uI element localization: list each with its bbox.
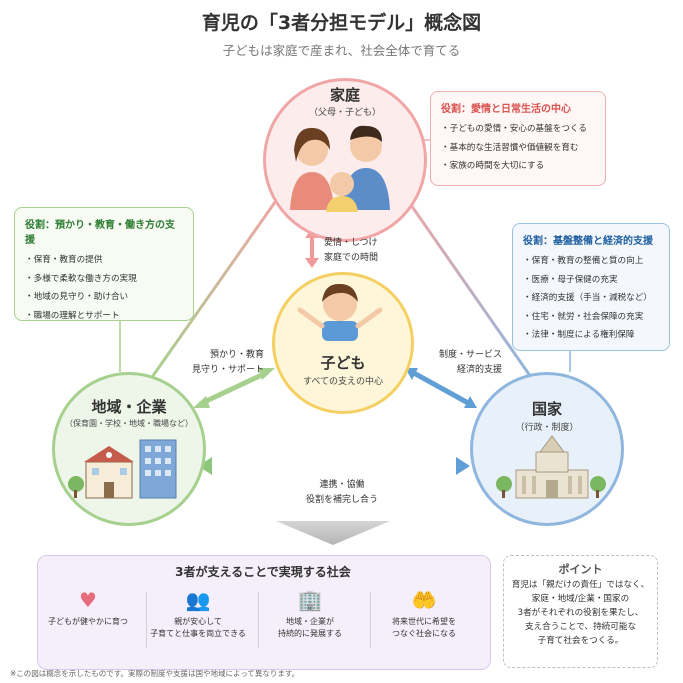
state-arrow-label: 制度・サービス 経済的支援: [418, 348, 502, 378]
family-arrow-label: 愛情・しつけ 家庭での時間: [324, 236, 378, 266]
list-item: 家族の時間を大切にする: [441, 157, 595, 176]
society-item-line1: 将来世代に希望を: [392, 617, 456, 626]
child-title: 子ども: [320, 354, 366, 372]
society-item-healthy: ♥ 子どもが健やかに育つ: [36, 588, 140, 656]
society-item-parents: 👥 親が安心して 子育てと仕事を両立できる: [146, 588, 250, 656]
point-line: 支え合うことで、持続可能な: [524, 622, 637, 632]
community-role-list: 保育・教育の提供 多様で柔軟な働き方の実現 地域の見守り・助け合い 職場の理解と…: [25, 251, 183, 325]
family-community-line: [148, 193, 282, 382]
divider: [370, 592, 371, 648]
state-subtitle: （行政・制度）: [515, 423, 579, 433]
community-arrow-label: 預かり・教育 見守り・サポート: [180, 348, 264, 378]
state-arrow-line1: 制度・サービス: [438, 350, 502, 360]
state-title: 国家: [531, 400, 562, 418]
state-role-box: 役割：基盤整備と経済的支援 保育・教育の整備と質の向上 医療・母子保健の充実 経…: [512, 223, 670, 351]
list-item: 多様で柔軟な働き方の実現: [25, 270, 183, 289]
society-item-line1: 子どもが健やかに育つ: [48, 617, 128, 626]
community-child-arrow: [193, 368, 275, 408]
list-item: 子どもの愛情・安心の基盤をつくる: [441, 120, 595, 139]
family-circle: [263, 78, 427, 242]
society-item-line1: 地域・企業が: [286, 617, 334, 626]
community-subtitle: （保育園・学校・地域・職場など）: [65, 419, 193, 428]
state-role-title: 役割：基盤整備と経済的支援: [523, 236, 653, 247]
list-item: 職場の理解とサポート: [25, 307, 183, 326]
footnote: ※この図は概念を示したものです。実際の制度や支援は国や地域によって異なります。: [10, 669, 300, 678]
list-item: 地域の見守り・助け合い: [25, 288, 183, 307]
family-illustration: [290, 125, 390, 212]
family-role-title: 役割：愛情と日常生活の中心: [441, 104, 571, 115]
list-item: 医療・母子保健の充実: [523, 271, 659, 290]
community-state-arrow: [198, 457, 470, 475]
community-arrow-line2: 見守り・サポート: [191, 365, 264, 375]
list-item: 保育・教育の提供: [25, 251, 183, 270]
society-item-line2: 持続的に発展する: [278, 629, 342, 638]
list-item: 保育・教育の整備と質の向上: [523, 252, 659, 271]
list-item: 法律・制度による権利保障: [523, 326, 659, 345]
school-illustration: [68, 439, 177, 499]
divider: [258, 592, 259, 648]
community-role-title: 役割：預かり・教育・働き方の支援: [25, 220, 175, 246]
child-illustration: [297, 283, 383, 341]
point-title: ポイント: [558, 563, 603, 576]
point-line: 3者がそれぞれの役割を果たし、: [517, 608, 644, 618]
page-title: 育児の「3者分担モデル」概念図: [201, 12, 482, 34]
hands-heart-icon: 🤲: [411, 588, 437, 612]
family-state-line: [402, 193, 535, 382]
society-title: 3者が支えることで実現する社会: [175, 565, 351, 579]
point-line: 家庭・地域/企業・国家の: [531, 594, 630, 604]
state-arrow-line2: 経済的支援: [456, 365, 502, 375]
child-subtitle: すべての支えの中心: [302, 377, 383, 387]
point-line: 子育て社会をつくる。: [537, 636, 624, 646]
society-item-line2: 子育てと仕事を両立できる: [150, 629, 246, 638]
society-panel: [37, 555, 491, 670]
point-line: 育児は「親だけの責任」ではなく、: [511, 580, 650, 590]
people-icon: 👥: [185, 588, 211, 612]
family-role-list: 子どもの愛情・安心の基盤をつくる 基本的な生活習慣や価値観を育む 家族の時間を大…: [441, 120, 595, 176]
building-people-icon: 🏢: [297, 588, 323, 612]
community-circle: [52, 372, 206, 526]
community-role-box: 役割：預かり・教育・働き方の支援 保育・教育の提供 多様で柔軟な働き方の実現 地…: [14, 207, 194, 321]
society-item-line1: 親が安心して: [174, 617, 222, 626]
society-item-future: 🤲 将来世代に希望を つなぐ社会になる: [372, 588, 476, 656]
list-item: 経済的支援（手当・減税など）: [523, 289, 659, 308]
list-item: 住宅・就労・社会保障の充実: [523, 308, 659, 327]
community-arrow-line1: 預かり・教育: [209, 350, 264, 360]
society-item-line2: つなぐ社会になる: [392, 629, 456, 638]
family-arrow-line2: 家庭での時間: [324, 253, 379, 263]
family-subtitle: （父母・子ども）: [308, 108, 381, 118]
down-arrow: [276, 521, 390, 545]
society-item-community: 🏢 地域・企業が 持続的に発展する: [258, 588, 362, 656]
government-building-illustration: [496, 435, 606, 499]
bottom-arrow-label: 連携・協働 役割を補完し合う: [283, 478, 401, 508]
bottom-arrow-line2: 役割を補完し合う: [305, 495, 378, 505]
community-title: 地域・企業: [91, 398, 167, 416]
family-title: 家庭: [329, 86, 360, 104]
family-arrow-line1: 愛情・しつけ: [324, 238, 378, 248]
bottom-arrow-line1: 連携・協働: [319, 480, 365, 490]
divider: [146, 592, 147, 648]
point-box: [503, 555, 658, 668]
list-item: 基本的な生活習慣や価値観を育む: [441, 139, 595, 158]
page-subtitle: 子どもは家庭で産まれ、社会全体で育てる: [222, 43, 461, 58]
state-child-arrow: [405, 368, 477, 408]
family-role-box: 役割：愛情と日常生活の中心 子どもの愛情・安心の基盤をつくる 基本的な生活習慣や…: [430, 91, 606, 186]
heart-icon: ♥: [79, 588, 97, 612]
state-role-list: 保育・教育の整備と質の向上 医療・母子保健の充実 経済的支援（手当・減税など） …: [523, 252, 659, 345]
